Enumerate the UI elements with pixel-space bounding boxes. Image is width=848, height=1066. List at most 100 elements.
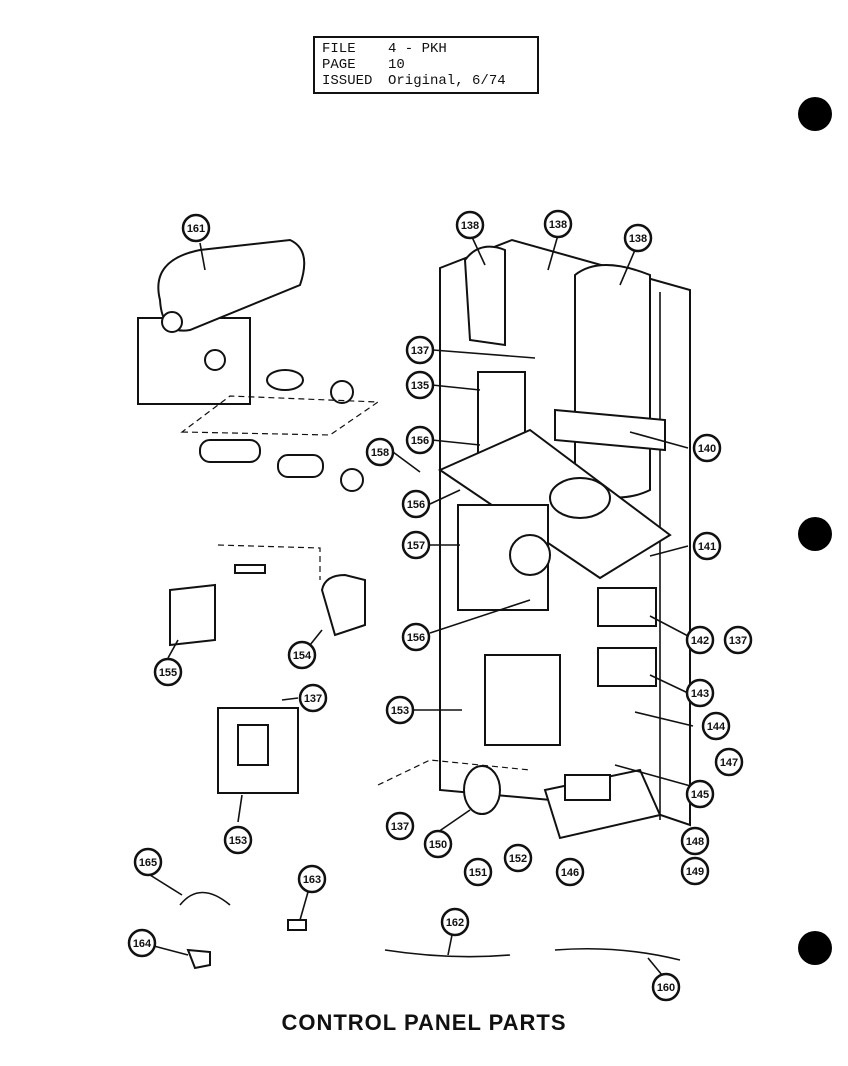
wire-harness-1 [384, 949, 511, 958]
star-washer [330, 380, 354, 404]
callout-circle [298, 683, 328, 713]
callout-circle [423, 829, 453, 859]
registration-hole [798, 97, 832, 131]
callout-circle [401, 489, 431, 519]
callout-circle [651, 972, 681, 1002]
capacitor-bracket-box [137, 317, 251, 405]
gasket-plate [266, 369, 304, 391]
wire-clip [179, 891, 231, 906]
capacitor-large [574, 264, 651, 499]
info-key: PAGE [322, 57, 356, 73]
callout-circle [405, 335, 435, 365]
capacitor-strap [554, 408, 666, 452]
callout-circle [385, 695, 415, 725]
callout-label: 137 [304, 693, 322, 705]
callout-label: 143 [691, 688, 709, 700]
callout-circle [365, 437, 395, 467]
callout-circle [685, 779, 715, 809]
callout-label: 148 [686, 836, 704, 848]
info-value: Original, 6/74 [388, 73, 506, 89]
callout-circle [543, 209, 573, 239]
callout-label: 156 [411, 435, 429, 447]
relay-cover [463, 245, 506, 347]
callout-circle [455, 210, 485, 240]
callout-label: 138 [629, 233, 647, 245]
callout-circle [401, 530, 431, 560]
info-box: FILE 4 - PKH PAGE 10 ISSUED Original, 6/… [313, 36, 539, 94]
callout-circle [287, 640, 317, 670]
info-row-file: FILE 4 - PKH [322, 41, 537, 57]
callout-label: 151 [469, 867, 487, 879]
left-parts [169, 544, 681, 970]
switch-rod [234, 564, 266, 574]
callout-label: 163 [303, 874, 321, 886]
callout-label: 147 [720, 757, 738, 769]
callout-circle [685, 678, 715, 708]
capacitor-knob [204, 349, 226, 371]
callout-label: 154 [293, 650, 312, 662]
callout-label: 135 [411, 380, 429, 392]
grommet [463, 765, 501, 815]
callout-circle [297, 864, 327, 894]
terminal-block-1 [597, 587, 657, 627]
star-washer-2 [340, 468, 364, 492]
callout-label: 149 [686, 866, 704, 878]
wire-harness-2 [554, 947, 681, 961]
spring-coil [277, 454, 324, 478]
callout-circle [405, 425, 435, 455]
callout-circle [555, 857, 585, 887]
terminal-block-2 [597, 647, 657, 687]
callout-label: 145 [691, 789, 709, 801]
callout-label: 138 [549, 219, 567, 231]
registration-hole [798, 517, 832, 551]
callout-label: 142 [691, 635, 709, 647]
callout-circle [692, 433, 722, 463]
callout-circle [623, 223, 653, 253]
cylinder-insert [199, 439, 261, 463]
callout-label: 155 [159, 667, 177, 679]
heater-top [564, 774, 611, 801]
callout-circle [153, 657, 183, 687]
callout-circle [680, 826, 710, 856]
registration-hole [798, 931, 832, 965]
assembly-guide [180, 395, 380, 436]
switch-guide [217, 544, 321, 580]
timer-knob [509, 534, 551, 576]
callout-label: 160 [657, 982, 675, 994]
callout-circle [701, 711, 731, 741]
contactor-face [237, 724, 269, 766]
switch-bracket [169, 583, 216, 647]
callout-circle [503, 843, 533, 873]
callout-circle [385, 811, 415, 841]
callout-circle [405, 370, 435, 400]
control-panel-frame [377, 238, 691, 840]
callout-circle [680, 856, 710, 886]
info-value: 4 - PKH [388, 41, 447, 57]
callout-label: 153 [391, 705, 409, 717]
callout-label: 140 [698, 443, 716, 455]
callout-label: 153 [229, 835, 247, 847]
callout-label: 156 [407, 632, 425, 644]
contactor [217, 707, 299, 794]
callout-label: 158 [371, 447, 389, 459]
callout-label: 152 [509, 853, 527, 865]
callout-circle [401, 622, 431, 652]
callout-label: 156 [407, 499, 425, 511]
callout-label: 150 [429, 839, 447, 851]
shelf-hole [549, 477, 611, 519]
callout-circle [133, 847, 163, 877]
info-row-issued: ISSUED Original, 6/74 [322, 73, 537, 89]
fuse [287, 919, 307, 931]
clip-bracket [186, 948, 211, 970]
info-key: ISSUED [322, 73, 373, 89]
callout-label: 161 [187, 223, 205, 235]
callout-circle [723, 625, 753, 655]
callout-circle [692, 531, 722, 561]
callout-label: 164 [133, 938, 152, 950]
callout-circle [127, 928, 157, 958]
callout-label: 146 [561, 867, 579, 879]
info-key: FILE [322, 41, 356, 57]
page-title: CONTROL PANEL PARTS [281, 1010, 567, 1035]
